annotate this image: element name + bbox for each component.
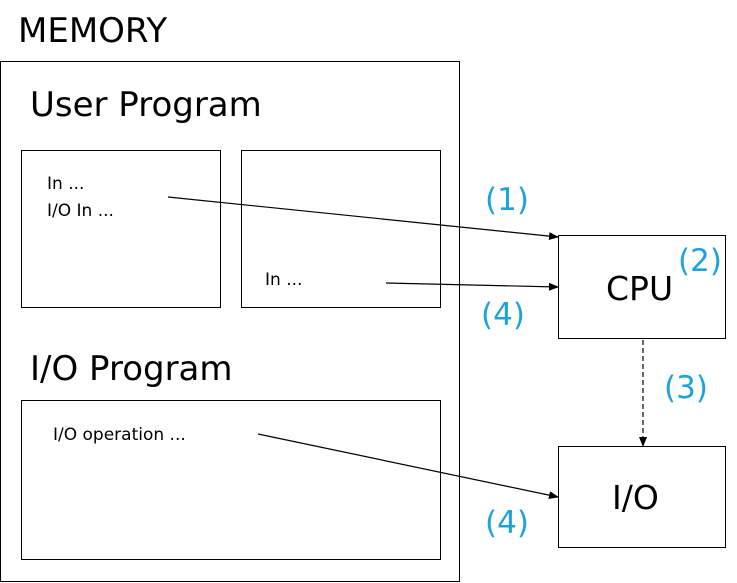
user-program-box-1-line-2: I/O In ...: [47, 201, 114, 221]
cpu-label: CPU: [606, 269, 674, 308]
io-program-box-line-1: I/O operation ...: [53, 425, 186, 445]
io-program-title: I/O Program: [30, 349, 233, 389]
io-program-box: [21, 400, 441, 560]
step-label-2: (2): [678, 243, 722, 279]
user-program-box-2-line-1: In ...: [265, 270, 303, 290]
io-device-label: I/O: [612, 478, 659, 517]
user-program-title: User Program: [30, 85, 262, 125]
memory-title: MEMORY: [18, 11, 168, 51]
step-label-3: (3): [664, 370, 708, 406]
step-label-1: (1): [485, 182, 529, 218]
cpu-box: [558, 235, 726, 339]
io-device-box: [558, 446, 726, 548]
step-label-4-upper: (4): [481, 297, 525, 333]
step-label-4-lower: (4): [485, 505, 529, 541]
user-program-box-1-line-1: In ...: [47, 174, 85, 194]
